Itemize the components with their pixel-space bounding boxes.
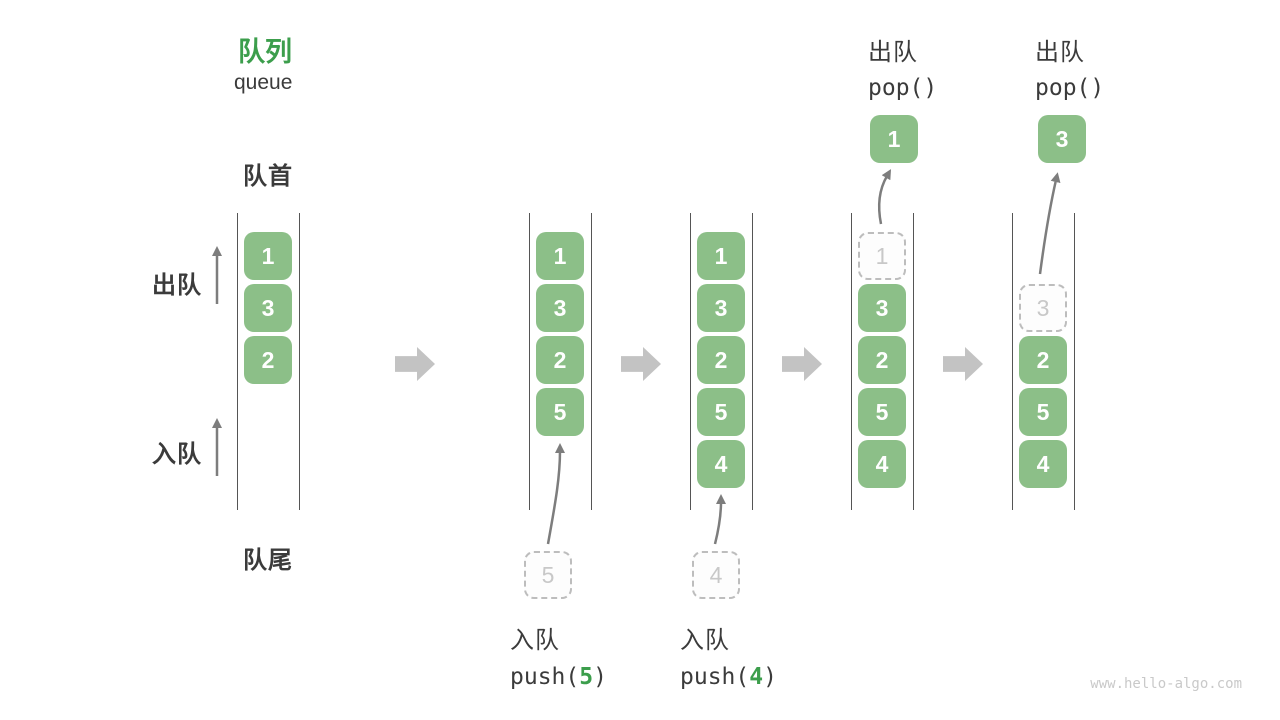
queue-cell: 4 xyxy=(858,440,906,488)
queue-cell: 3 xyxy=(244,284,292,332)
queue-cell: 5 xyxy=(697,388,745,436)
queue-cell: 2 xyxy=(858,336,906,384)
push-operation-label-2: 入队 push(4) xyxy=(680,620,777,690)
queue-cell: 1 xyxy=(697,232,745,280)
queue-column-5: 3 2 5 4 xyxy=(1012,213,1075,510)
pop-operation-label-2: 出队 pop() xyxy=(1035,32,1104,101)
transition-arrow-icon xyxy=(395,347,435,381)
transition-arrow-icon xyxy=(782,347,822,381)
push-fn-close: ) xyxy=(593,664,607,690)
queue-cell-ghost: 3 xyxy=(1019,284,1067,332)
queue-cell: 2 xyxy=(244,336,292,384)
pop-label-code: pop() xyxy=(1035,75,1105,101)
queue-cell: 2 xyxy=(697,336,745,384)
push-label-zh: 入队 xyxy=(680,627,730,654)
queue-cell: 2 xyxy=(536,336,584,384)
queue-column-4: 1 3 2 5 4 xyxy=(851,213,914,510)
queue-rear-label: 队尾 xyxy=(243,547,293,574)
push-ghost-cell: 4 xyxy=(692,551,740,599)
popped-cell: 1 xyxy=(870,115,918,163)
diagram-title-zh: 队列 xyxy=(238,37,292,67)
push-fn-open: push( xyxy=(510,664,580,690)
push-operation-label-1: 入队 push(5) xyxy=(510,620,607,690)
push-fn-close: ) xyxy=(763,664,777,690)
queue-cell-ghost: 1 xyxy=(858,232,906,280)
transition-arrow-icon xyxy=(621,347,661,381)
dequeue-side-label: 出队 xyxy=(152,272,202,299)
queue-cell: 3 xyxy=(858,284,906,332)
push-label-code: push(5) xyxy=(510,664,607,690)
queue-column-2: 1 3 2 5 xyxy=(529,213,592,510)
pop-label-zh: 出队 xyxy=(868,39,918,66)
push-arg: 5 xyxy=(579,664,594,690)
queue-column-1: 1 3 2 xyxy=(237,213,300,510)
enqueue-side-label: 入队 xyxy=(152,441,202,468)
queue-cell: 5 xyxy=(1019,388,1067,436)
push-label-code: push(4) xyxy=(680,664,777,690)
queue-cell: 1 xyxy=(536,232,584,280)
queue-cell: 2 xyxy=(1019,336,1067,384)
queue-cell: 5 xyxy=(858,388,906,436)
transition-arrow-icon xyxy=(943,347,983,381)
pop-label-zh: 出队 xyxy=(1035,39,1085,66)
diagram-title-en: queue xyxy=(234,71,293,94)
queue-cell: 5 xyxy=(536,388,584,436)
push-ghost-cell: 5 xyxy=(524,551,572,599)
queue-cell: 4 xyxy=(1019,440,1067,488)
queue-cell: 3 xyxy=(536,284,584,332)
watermark: www.hello-algo.com xyxy=(1090,676,1242,692)
queue-cell: 1 xyxy=(244,232,292,280)
queue-front-label: 队首 xyxy=(243,163,293,190)
queue-column-3: 1 3 2 5 4 xyxy=(690,213,753,510)
popped-cell: 3 xyxy=(1038,115,1086,163)
pop-operation-label-1: 出队 pop() xyxy=(868,32,937,101)
push-label-zh: 入队 xyxy=(510,627,560,654)
push-arg: 4 xyxy=(749,664,764,690)
queue-cell: 4 xyxy=(697,440,745,488)
push-fn-open: push( xyxy=(680,664,750,690)
pop-label-code: pop() xyxy=(868,75,938,101)
queue-cell: 3 xyxy=(697,284,745,332)
